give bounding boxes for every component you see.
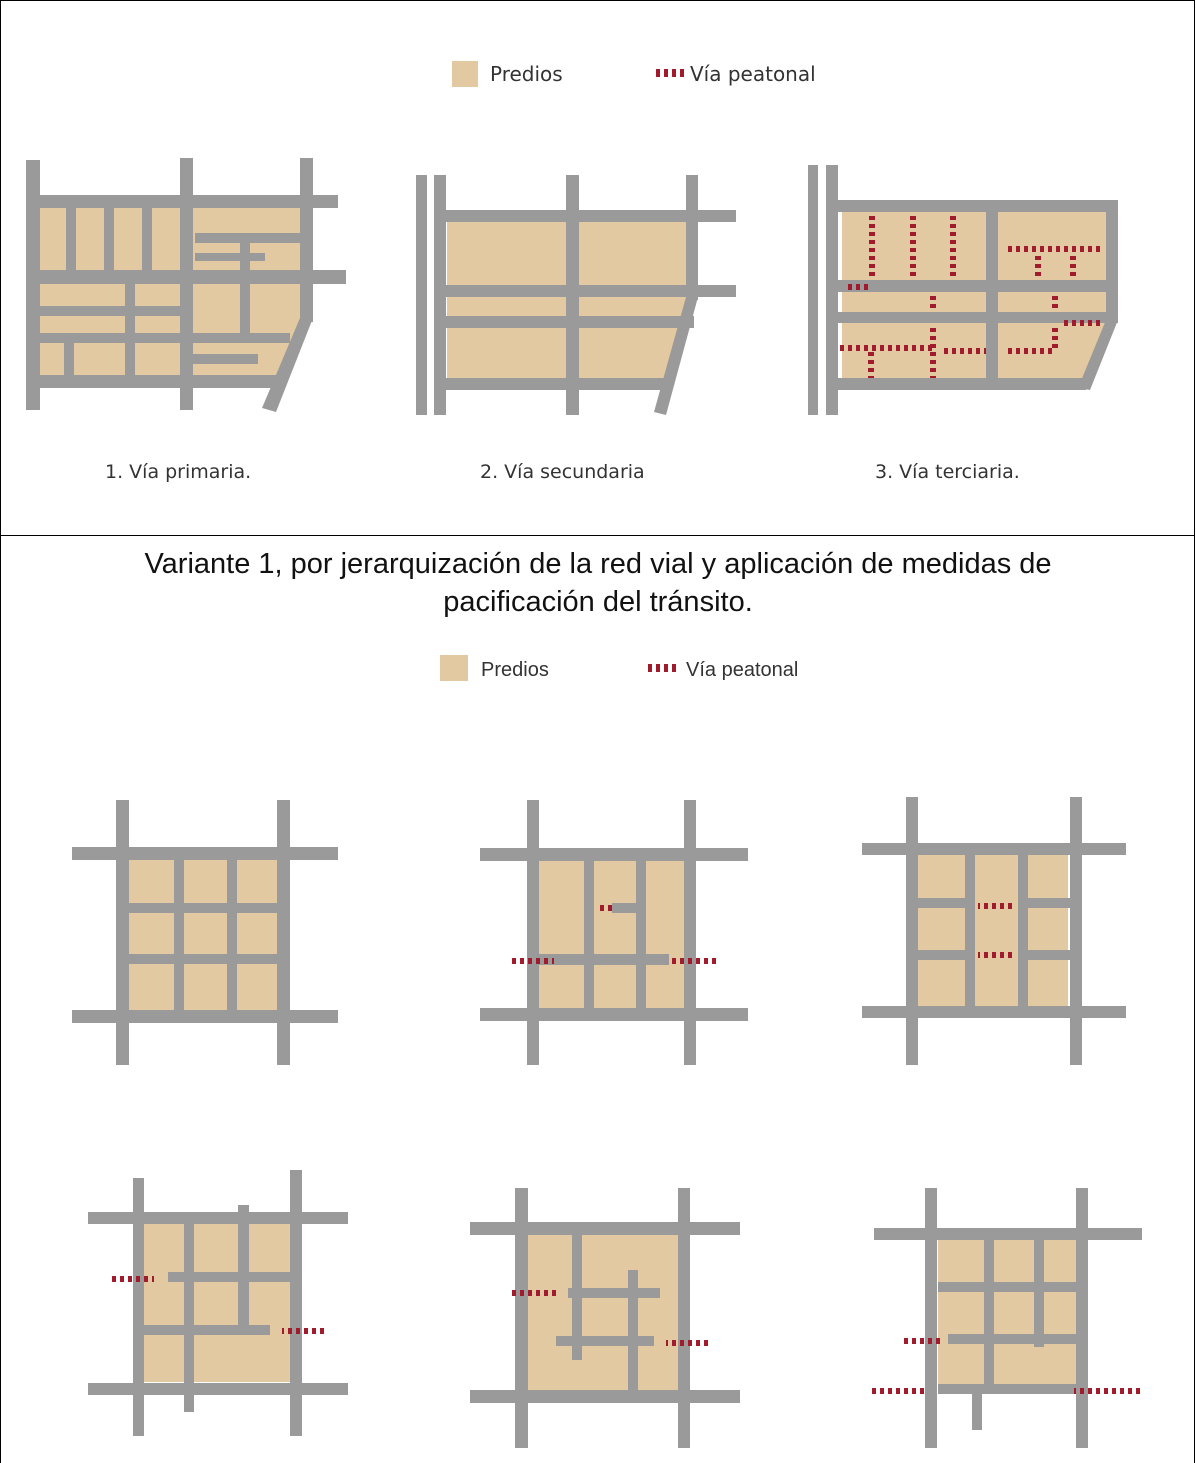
figure-caption: Variante 1, por jerarquización de la red… (0, 545, 1196, 621)
top-legend: Predios Vía peatonal (452, 61, 816, 87)
pedestrian-swatch-2 (648, 664, 680, 672)
bottom-legend: Predios Vía peatonal (440, 655, 798, 681)
primary-road-label: 1. Vía primaria. (105, 461, 251, 483)
bottom-panel-frame (0, 535, 1195, 1463)
tertiary-road-label: 3. Vía terciaria. (875, 461, 1020, 483)
secondary-road-label: 2. Vía secundaria (480, 461, 645, 483)
pedestrian-legend-label: Vía peatonal (690, 62, 816, 86)
grid-variant-a (72, 800, 338, 1065)
lots-swatch-2 (440, 655, 468, 681)
grid-variant-c (862, 797, 1126, 1065)
diagram-secondary-road: 2. Vía secundaria (416, 175, 736, 483)
caption-line-1: Variante 1, por jerarquización de la red… (144, 548, 1052, 580)
grid-variant-b (480, 800, 748, 1065)
diagram-tertiary-road: 3. Vía terciaria. (808, 165, 1118, 483)
diagram-primary-road: 1. Vía primaria. (26, 158, 346, 483)
grid-variant-f (870, 1188, 1142, 1448)
caption-line-2: pacificación del tránsito. (443, 586, 753, 618)
lots-swatch (452, 61, 478, 87)
lots-legend-label: Predios (490, 62, 563, 86)
pedestrian-swatch (654, 69, 686, 77)
tertiary-pedestrian-paths (840, 214, 1104, 378)
grid-variant-d (88, 1170, 348, 1436)
lots-legend-label-2: Predios (481, 659, 549, 681)
pedestrian-legend-label-2: Vía peatonal (686, 659, 798, 681)
grid-variant-e (470, 1188, 740, 1448)
